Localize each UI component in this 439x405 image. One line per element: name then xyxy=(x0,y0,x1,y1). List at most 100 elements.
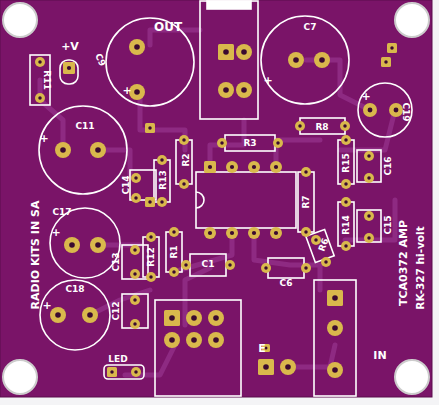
copper-traces xyxy=(40,30,395,375)
solder-pad xyxy=(186,332,202,348)
drill-hole xyxy=(133,272,137,276)
solder-pad xyxy=(164,310,180,326)
drill-hole xyxy=(149,235,153,239)
silkscreen-label: C13 xyxy=(112,252,121,271)
silkscreen-label: OUT xyxy=(154,21,182,33)
silkscreen-label: + xyxy=(39,133,48,144)
drill-hole xyxy=(184,263,188,267)
drill-hole xyxy=(172,270,176,274)
silkscreen-label: +V xyxy=(61,41,79,52)
solder-pad xyxy=(270,227,282,239)
drill-hole xyxy=(134,176,138,180)
solder-pad xyxy=(364,233,374,243)
silkscreen-label: + xyxy=(42,300,51,311)
drill-hole xyxy=(148,126,152,130)
solder-pad xyxy=(131,173,141,183)
drill-hole xyxy=(110,370,114,374)
drill-hole xyxy=(148,200,152,204)
solder-pad xyxy=(145,123,155,133)
drill-hole xyxy=(213,315,219,321)
solder-pad xyxy=(218,82,234,98)
drill-hole xyxy=(160,158,164,162)
silkscreen-label: R7 xyxy=(302,195,311,208)
drill-hole xyxy=(298,124,302,128)
solder-pad xyxy=(364,151,374,161)
drill-hole xyxy=(304,266,308,270)
solder-pad xyxy=(181,260,191,270)
solder-pad xyxy=(157,197,167,207)
silkscreen-label: C1 xyxy=(202,260,215,269)
drill-hole xyxy=(60,147,66,153)
silkscreen-label: R2 xyxy=(182,153,191,166)
drill-hole xyxy=(241,87,247,93)
solder-pad xyxy=(179,135,189,145)
drill-hole xyxy=(169,337,175,343)
solder-pads xyxy=(35,39,403,378)
drill-hole xyxy=(367,214,371,218)
drill-hole xyxy=(228,263,232,267)
drill-hole xyxy=(264,266,268,270)
silkscreen-label: RADIO KITS IN SA xyxy=(30,201,41,310)
drill-hole xyxy=(276,141,280,145)
solder-pad xyxy=(248,227,260,239)
drill-hole xyxy=(191,315,197,321)
drill-hole xyxy=(38,60,42,64)
drill-hole xyxy=(344,200,348,204)
drill-hole xyxy=(133,322,137,326)
drill-hole xyxy=(169,315,175,321)
solder-pad xyxy=(217,138,227,148)
solder-pad xyxy=(204,227,216,239)
drill-hole xyxy=(332,325,338,331)
solder-pad xyxy=(179,179,189,189)
drill-hole xyxy=(304,170,308,174)
silkscreen-label: + xyxy=(263,75,272,86)
drill-hole xyxy=(208,231,212,235)
silkscreen-label: C14 xyxy=(122,175,131,194)
solder-pad xyxy=(301,167,311,177)
solder-pad xyxy=(248,161,260,173)
solder-pad xyxy=(146,272,156,282)
drill-hole xyxy=(252,231,256,235)
drill-hole xyxy=(252,165,256,169)
drill-hole xyxy=(344,244,348,248)
solder-pad xyxy=(327,290,343,306)
silkscreen-label: IN xyxy=(373,350,386,361)
silkscreen-label: + xyxy=(51,227,60,238)
silkscreen-label: C6 xyxy=(280,279,293,288)
drill-hole xyxy=(367,236,371,240)
solder-pad xyxy=(64,237,80,253)
solder-pad xyxy=(169,267,179,277)
solder-pad xyxy=(288,52,304,68)
solder-pad xyxy=(261,263,271,273)
solder-pad xyxy=(381,57,391,67)
drill-hole xyxy=(67,66,71,70)
drill-hole xyxy=(241,49,247,55)
solder-pad xyxy=(35,57,45,67)
solder-pad xyxy=(226,161,238,173)
drill-hole xyxy=(220,141,224,145)
drill-hole xyxy=(394,108,399,113)
drill-hole xyxy=(285,364,291,370)
silkscreen xyxy=(30,1,412,396)
drill-hole xyxy=(230,165,234,169)
solder-pad xyxy=(35,93,45,103)
solder-pad xyxy=(169,227,179,237)
drill-hole xyxy=(55,312,61,318)
silkscreen-label: + xyxy=(122,85,131,96)
drill-hole xyxy=(172,230,176,234)
silkscreen-label: C15 xyxy=(384,215,393,234)
drill-hole xyxy=(133,298,137,302)
drill-hole xyxy=(223,87,229,93)
silkscreen-label: R14 xyxy=(342,215,351,234)
drill-hole xyxy=(367,154,371,158)
silkscreen-label: C17 xyxy=(52,208,71,217)
silkscreen-label: LED xyxy=(108,355,127,364)
silkscreen-label: R8 xyxy=(315,123,328,132)
drill-hole xyxy=(182,182,186,186)
solder-pad xyxy=(82,307,98,323)
drill-hole xyxy=(344,138,348,142)
solder-pad xyxy=(314,52,330,68)
solder-pad xyxy=(341,135,351,145)
solder-pad xyxy=(341,197,351,207)
drill-hole xyxy=(274,231,278,235)
